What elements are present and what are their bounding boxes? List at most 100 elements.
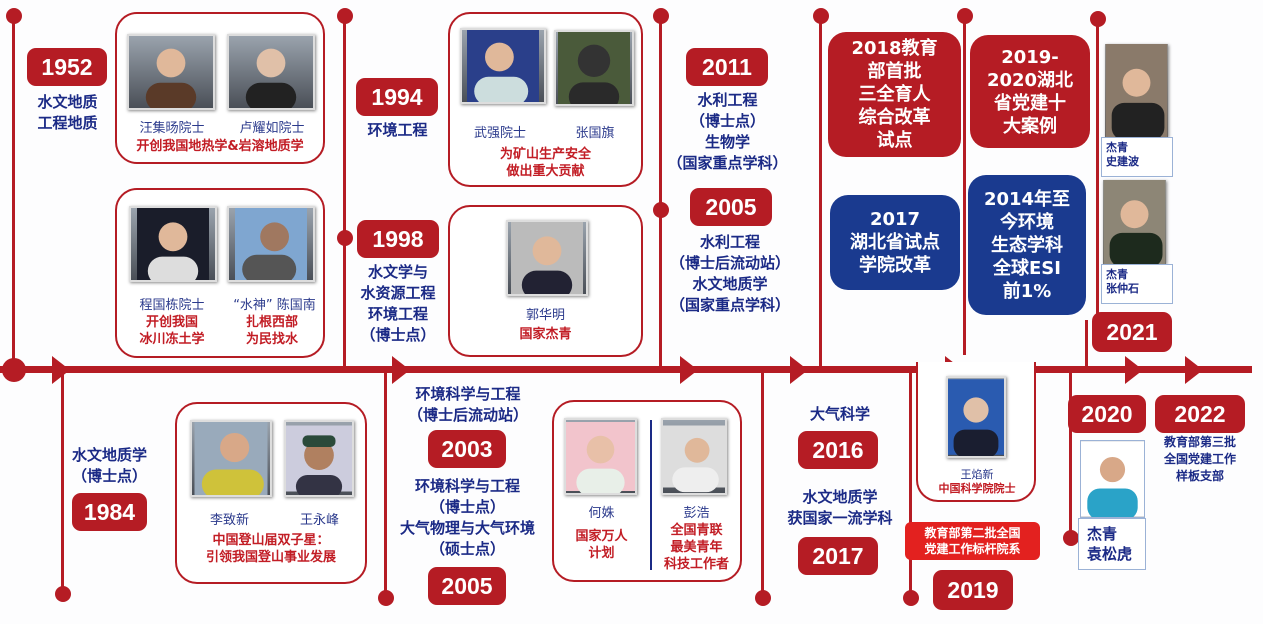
connector-line (819, 15, 822, 367)
card-caption: 全国青联 最美青年 科技工作者 (663, 523, 729, 572)
connector-line (384, 370, 387, 592)
arrow-icon (1125, 356, 1143, 384)
photo-wang-jiyang (127, 34, 215, 110)
photo-lu-yaoru (227, 34, 315, 110)
milestone-1998-text: 水文学与 水资源工程 环境工程 （博士点） (360, 263, 436, 344)
person-card-guo-huaming: 郭华明 国家杰青 (448, 205, 643, 357)
year-badge-2022: 2022 (1155, 395, 1245, 433)
connector-dot (337, 8, 353, 24)
person-name: 武强院士 (473, 126, 526, 141)
person-name: 卢耀如院士 (239, 121, 305, 136)
photo-shi-jianbo (1105, 44, 1168, 137)
year-badge-2020: 2020 (1068, 395, 1146, 433)
person-card-glacier: 程国栋院士 “水神” 陈国南 开创我国 冰川冻土学 扎根西部 为民找水 (115, 188, 325, 358)
year-badge-2016: 2016 (798, 431, 878, 469)
milestone-2017-text: 水文地质学 获国家一流学科 (787, 488, 893, 527)
connector-line (343, 15, 346, 367)
milestone-2005b-text: 环境科学与工程 （博士点） 大气物理与大气环境 （硕士点） (399, 477, 535, 558)
year-badge-1984: 1984 (72, 493, 147, 531)
photo-he-shu (564, 418, 637, 495)
milestone-1994-text: 环境工程 (367, 121, 428, 139)
connector-line (1085, 320, 1088, 366)
year-badge-1952: 1952 (27, 48, 107, 86)
person-card-geothermal: 汪集旸院士 卢耀如院士 开创我国地热学&岩溶地质学 (115, 12, 325, 164)
card-caption: 国家杰青 (519, 327, 572, 342)
card-caption: 开创我国地热学&岩溶地质学 (136, 139, 304, 154)
person-card-young-scientists: 何姝 彭浩 国家万人 计划 全国青联 最美青年 科技工作者 (552, 400, 742, 582)
person-name: 王焰新 (960, 468, 994, 481)
connector-dot (1090, 11, 1106, 27)
year-badge-2021: 2021 (1092, 312, 1172, 352)
milestone-1952-text: 水文地质 工程地质 (37, 93, 98, 132)
photo-wang-yanxin (946, 376, 1006, 458)
photo-wang-yongfeng (284, 420, 354, 497)
arrow-icon (392, 356, 410, 384)
box-2018-pilot: 2018教育 部首批 三全育人 综合改革 试点 (828, 32, 961, 157)
photo-wu-qiang (460, 28, 546, 104)
year-badge-1994: 1994 (356, 78, 438, 116)
arrow-icon (680, 356, 698, 384)
connector-line (659, 15, 662, 367)
connector-dot (337, 230, 353, 246)
year-badge-2017: 2017 (798, 537, 878, 575)
person-name: “水神” 陈国南 (233, 298, 316, 313)
person-name: 李致新 (209, 513, 249, 528)
connector-line (61, 370, 64, 590)
year-badge-2011: 2011 (686, 48, 768, 86)
connector-dot (55, 586, 71, 602)
banner-2019-benchmark: 教育部第二批全国 党建工作标杆院系 (905, 522, 1040, 560)
card-caption: 中国登山届双子星： 引领我国登山事业发展 (205, 533, 336, 565)
photo-li-zhixin (190, 420, 272, 497)
year-badge-2003: 2003 (428, 430, 506, 468)
milestone-2022-text: 教育部第三批 全国党建工作 样板支部 (1163, 435, 1236, 483)
person-name: 郭华明 (525, 308, 565, 323)
year-badge-1998: 1998 (357, 220, 439, 258)
box-2014-esi: 2014年至 今环境 生态学科 全球ESI 前1% (968, 175, 1086, 315)
person-card-mine-safety: 武强院士 张国旗 为矿山生产安全 做出重大贡献 (448, 12, 643, 187)
label-zhang-zhongshi: 杰青 张仲石 (1101, 264, 1173, 304)
connector-line (909, 370, 912, 594)
timeline-axis (0, 366, 1252, 373)
photo-peng-hao (661, 418, 727, 495)
connector-dot (903, 590, 919, 606)
photo-guo-huaming (506, 220, 588, 296)
milestone-1984-text: 水文地质学 （博士点） (71, 446, 147, 485)
connector-dot (378, 590, 394, 606)
card-caption: 中国科学院院士 (938, 482, 1016, 495)
connector-line (963, 15, 966, 355)
person-name: 何姝 (588, 506, 615, 521)
connector-line (12, 15, 15, 367)
photo-chen-guonan (227, 206, 315, 282)
card-caption: 为矿山生产安全 做出重大贡献 (499, 147, 591, 179)
milestone-2016-text: 大气科学 (809, 405, 870, 423)
person-card-mountaineers: 李致新 王永峰 中国登山届双子星： 引领我国登山事业发展 (175, 402, 367, 584)
connector-dot (1063, 530, 1079, 546)
photo-yuan-songhu (1080, 440, 1145, 518)
connector-dot (653, 202, 669, 218)
milestone-2011-text: 水利工程 （博士点） 生物学 （国家重点学科） (667, 91, 788, 172)
year-badge-2005-bottom: 2005 (428, 567, 506, 605)
person-name: 程国栋院士 (139, 298, 205, 313)
divider (650, 420, 652, 570)
person-name: 汪集旸院士 (139, 121, 205, 136)
card-caption: 国家万人 计划 (575, 529, 628, 561)
photo-cheng-guodong (129, 206, 217, 282)
connector-dot (755, 590, 771, 606)
person-card-wang-yanxin: 王焰新 中国科学院院士 (916, 362, 1036, 502)
connector-dot (957, 8, 973, 24)
connector-line (761, 370, 764, 594)
connector-dot (813, 8, 829, 24)
person-name: 彭浩 (683, 506, 710, 521)
person-name: 张国旗 (575, 126, 615, 141)
connector-line (1096, 18, 1099, 318)
year-badge-2019: 2019 (933, 570, 1013, 610)
person-name: 王永峰 (299, 513, 339, 528)
arrow-icon (1185, 356, 1203, 384)
connector-dot (653, 8, 669, 24)
milestone-2003-text: 环境科学与工程 （博士后流动站） (407, 385, 528, 424)
photo-zhang-zhongshi (1103, 180, 1166, 264)
connector-line (1069, 370, 1072, 536)
label-yuan-songhu: 杰青 袁松虎 (1078, 518, 1146, 570)
label-shi-jianbo: 杰青 史建波 (1101, 137, 1173, 177)
box-2019-2020-cases: 2019- 2020湖北 省党建十 大案例 (970, 35, 1090, 148)
